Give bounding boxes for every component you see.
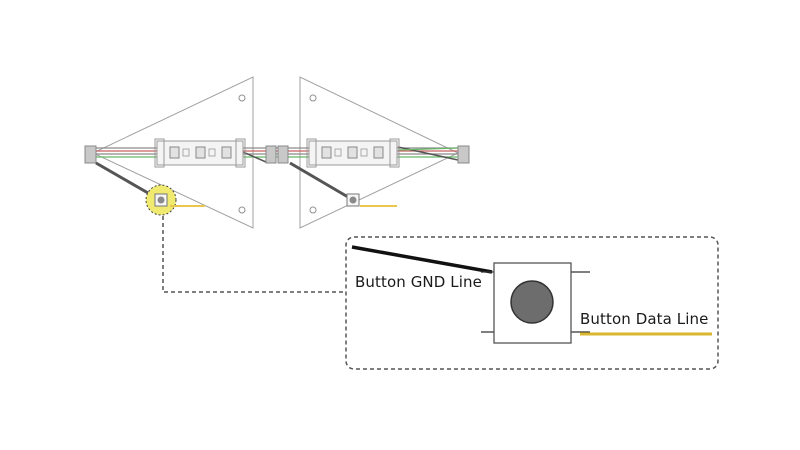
zoomed-button <box>351 245 712 344</box>
button-right-assembly <box>289 161 397 207</box>
led-strip-left <box>154 138 246 168</box>
connector-left <box>84 145 97 164</box>
button-left-assembly <box>95 161 205 216</box>
connector-middle <box>265 145 289 164</box>
button-data-line-label: Button Data Line <box>580 310 709 328</box>
button-gnd-line-label: Button GND Line <box>355 273 482 291</box>
button-cap-icon <box>510 280 554 324</box>
led-strip-right <box>306 138 400 168</box>
zoom-leader-line <box>162 216 346 293</box>
connector-right <box>457 145 470 164</box>
